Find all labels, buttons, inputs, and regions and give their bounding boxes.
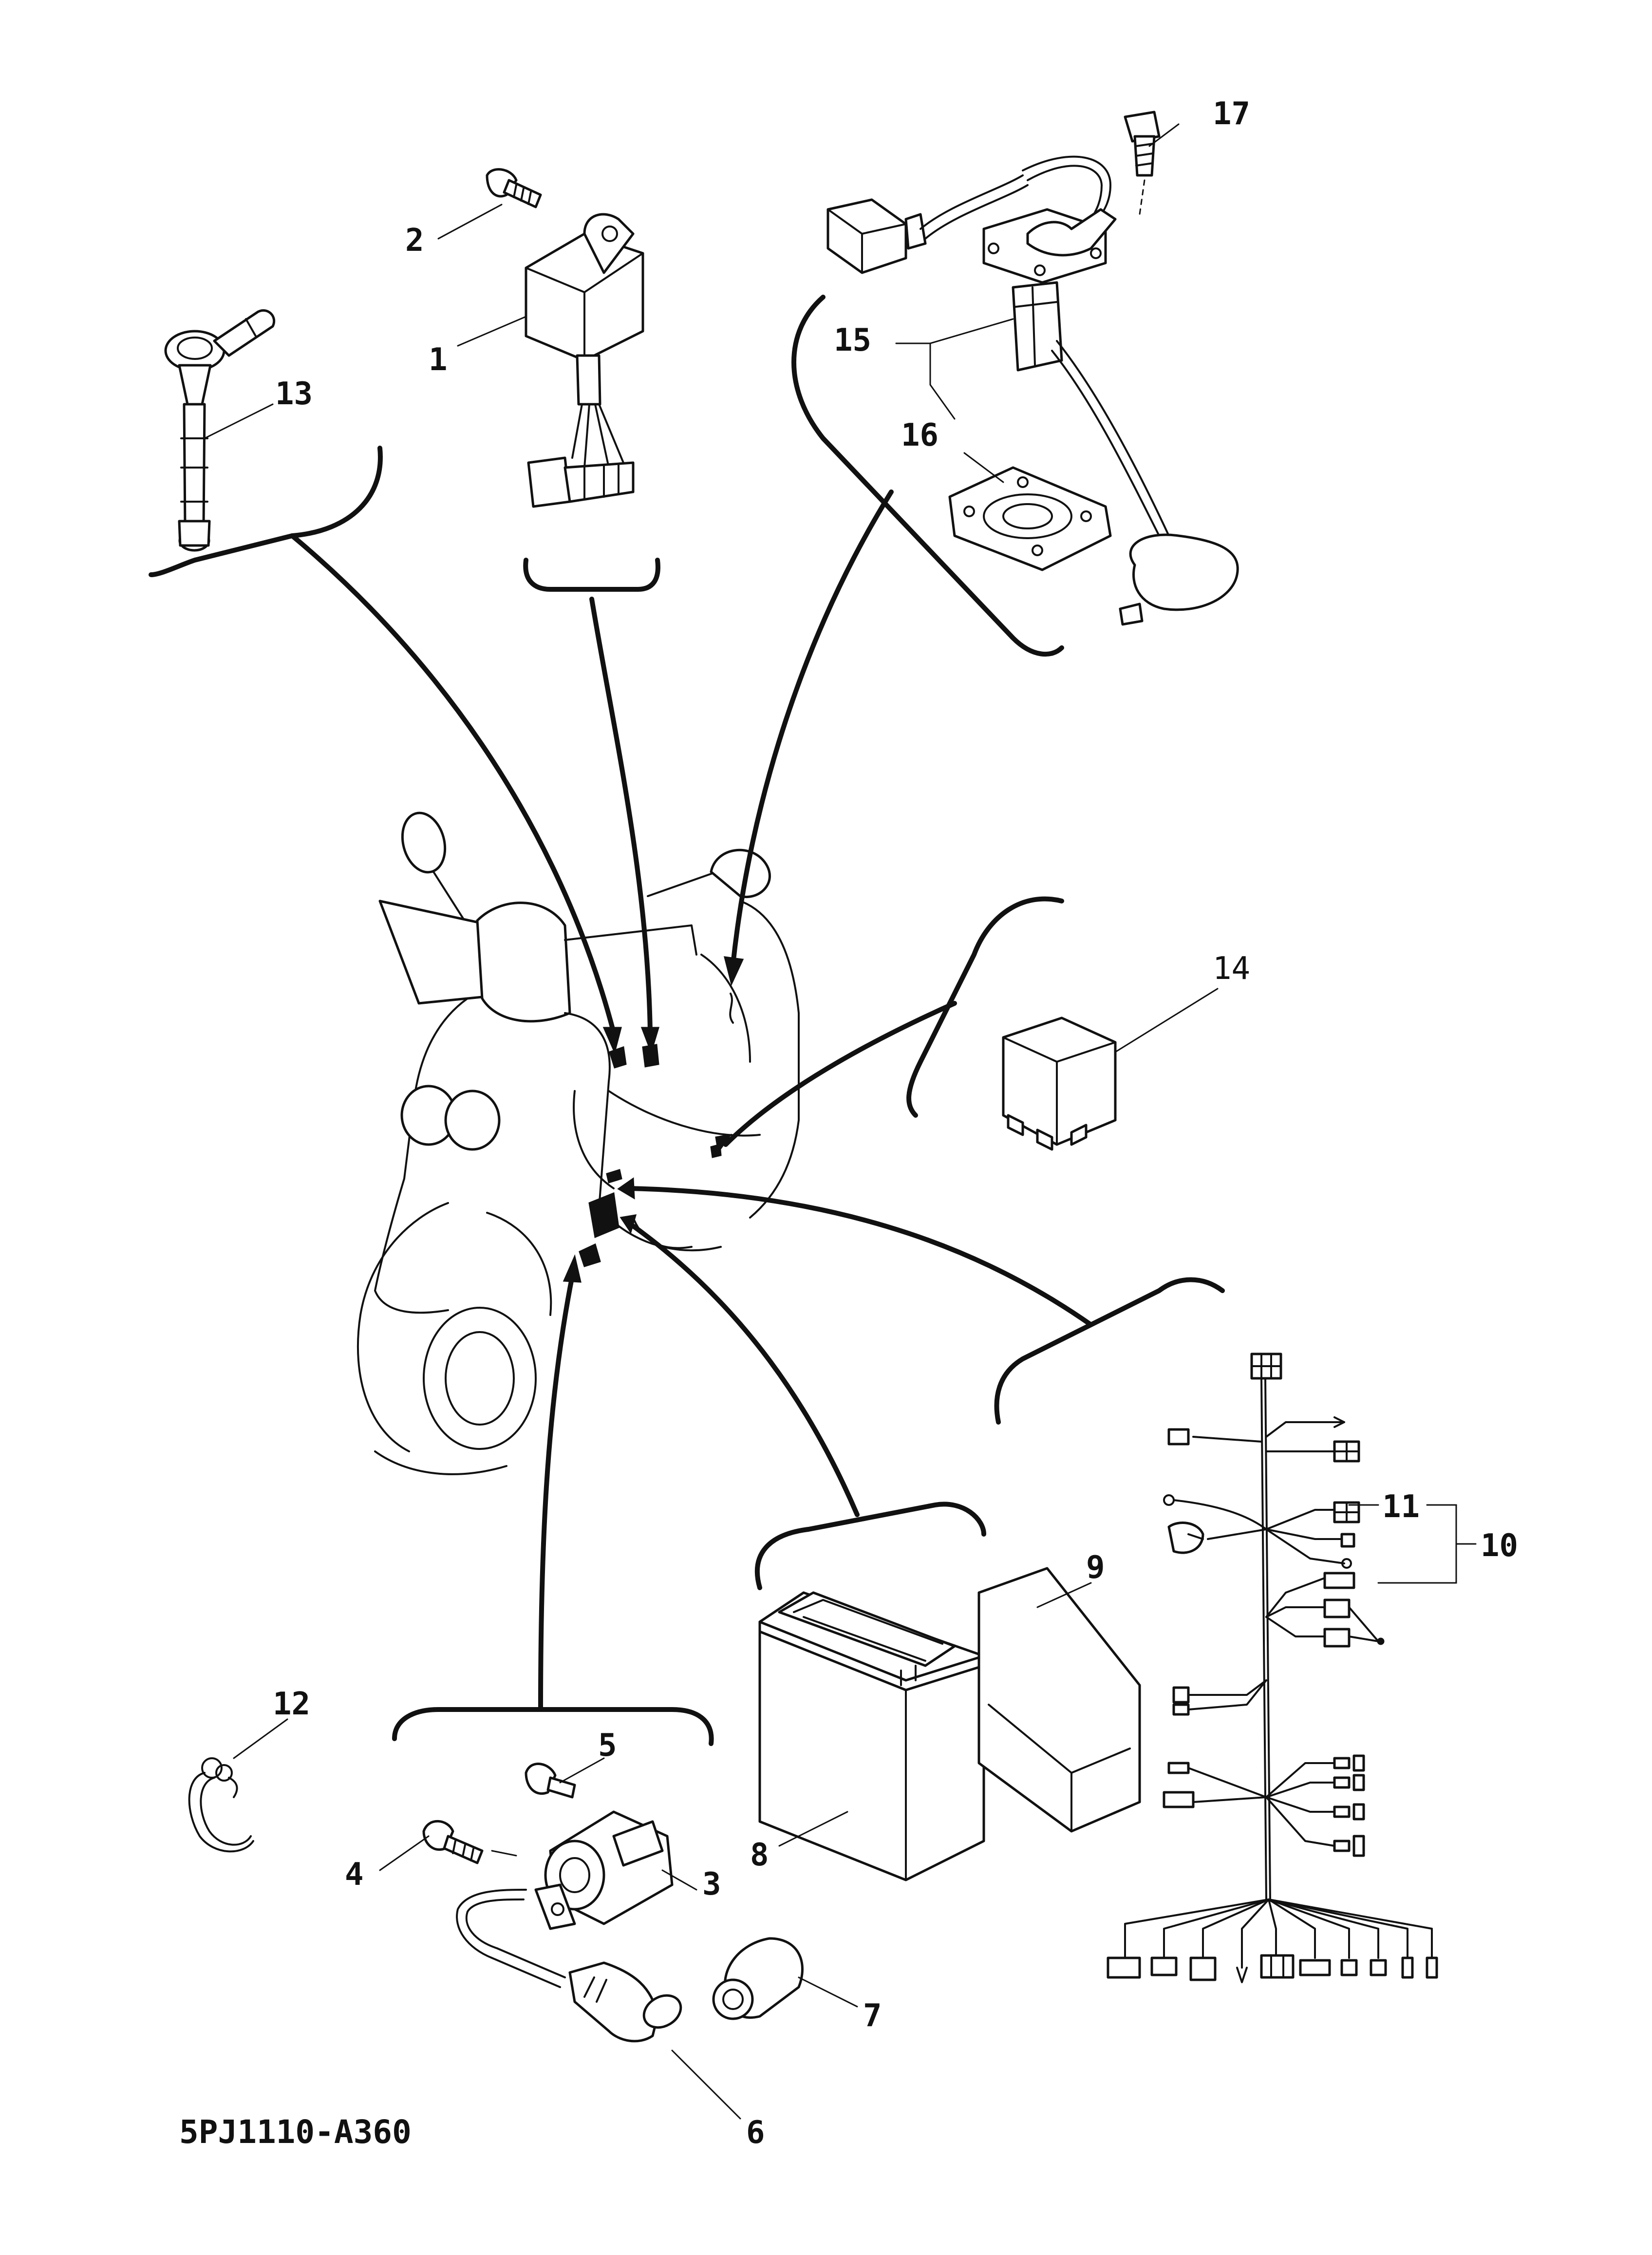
callout-leaders (204, 123, 1477, 2120)
scooter-outline (357, 811, 800, 1475)
callout-12: 12 (273, 1686, 310, 1722)
fuel-sender-part (826, 111, 1239, 626)
callout-7: 7 (863, 1998, 882, 2034)
callout-2: 2 (405, 223, 424, 259)
relay-part (1002, 1016, 1117, 1151)
cdi-unit-part (486, 168, 644, 508)
callout-4: 4 (345, 1857, 364, 1893)
clamp-part (188, 1757, 254, 1853)
callout-9: 9 (1086, 1550, 1105, 1586)
wire-harness-part (1107, 1353, 1438, 1983)
callout-5: 5 (598, 1728, 617, 1764)
battery-part (758, 1591, 985, 1881)
callout-labels: 1 2 3 4 5 6 7 8 9 10 11 12 13 14 15 16 1… (273, 96, 1518, 2151)
callout-1: 1 (429, 342, 448, 378)
callout-10: 10 (1481, 1528, 1518, 1564)
callout-11: 11 (1382, 1489, 1420, 1525)
spark-plug-lead-part (164, 309, 276, 552)
callout-3: 3 (702, 1866, 721, 1902)
callout-6: 6 (746, 2115, 765, 2151)
callout-17: 17 (1213, 96, 1250, 132)
leader-arrows (290, 489, 1093, 1712)
callout-8: 8 (750, 1837, 769, 1873)
diagram-code: 5PJ1110-A360 (179, 2113, 412, 2151)
callout-14: 14 (1213, 951, 1250, 987)
ignition-coil-part (422, 1763, 804, 2043)
callout-13: 13 (275, 376, 313, 412)
callout-15: 15 (834, 322, 871, 358)
callout-16: 16 (901, 417, 939, 453)
group-brackets (149, 295, 1225, 1746)
battery-bracket-part (977, 1567, 1141, 1833)
